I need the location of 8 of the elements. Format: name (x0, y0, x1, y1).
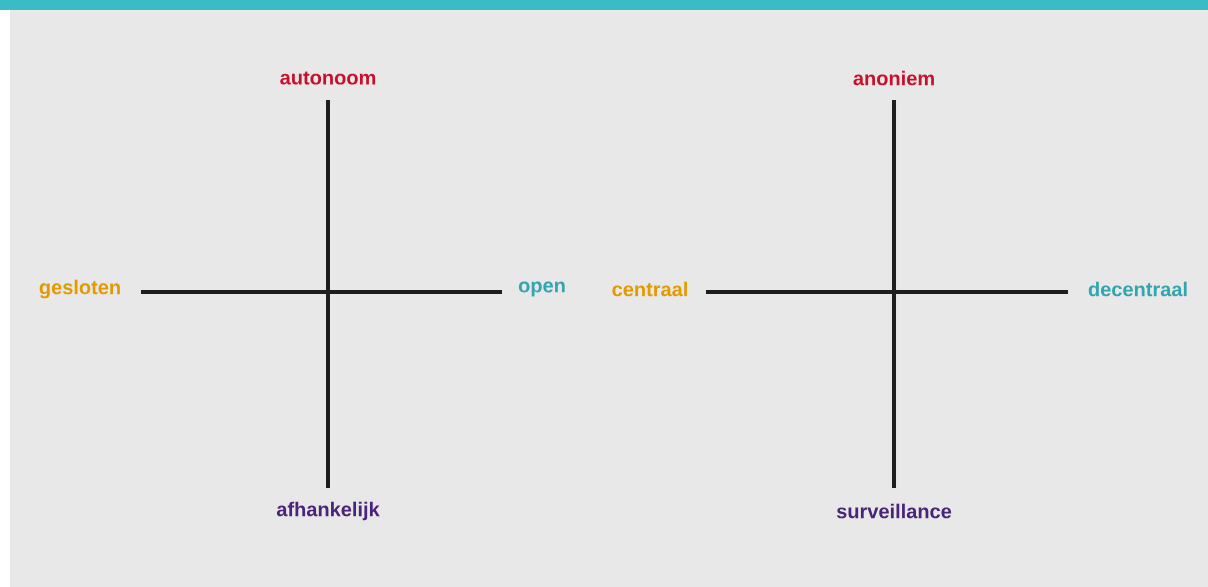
axis-label: autonoom (280, 71, 376, 85)
axis-label: afhankelijk (276, 501, 380, 521)
axis-label: centraal (612, 281, 687, 297)
axis-label: anoniem (853, 70, 934, 86)
axis-label: open (518, 281, 565, 297)
axis-label: surveillance (836, 503, 952, 519)
axis-label: gesloten (39, 279, 120, 299)
axis-label: decentraal (1088, 281, 1187, 297)
